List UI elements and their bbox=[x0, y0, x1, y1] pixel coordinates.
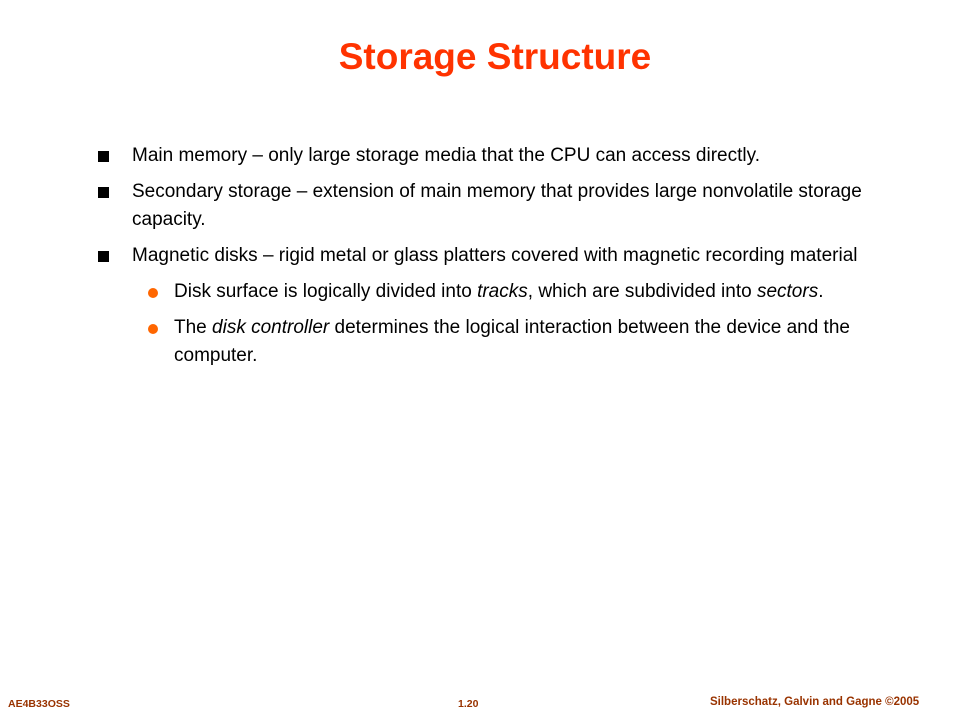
bullet-text: Secondary storage – extension of main me… bbox=[132, 181, 862, 230]
footer-copyright: Silberschatz, Galvin and Gagne ©2005 bbox=[710, 696, 920, 708]
list-item: Magnetic disks – rigid metal or glass pl… bbox=[98, 242, 878, 270]
term-sectors: sectors bbox=[756, 281, 819, 302]
sub-list-item: The disk controller determines the logic… bbox=[142, 314, 878, 370]
list-item: Main memory – only large storage media t… bbox=[98, 142, 878, 170]
sub-bullet-text: The disk controller determines the logic… bbox=[174, 317, 850, 366]
bullet-list: Main memory – only large storage media t… bbox=[98, 142, 878, 378]
footer-course-code: AE4B33OSS bbox=[8, 698, 70, 710]
square-bullet-icon bbox=[98, 187, 109, 198]
list-item: Secondary storage – extension of main me… bbox=[98, 178, 878, 234]
text-segment: Disk surface is logically divided into bbox=[174, 281, 478, 302]
bullet-text: Main memory – only large storage media t… bbox=[132, 145, 760, 166]
round-bullet-icon bbox=[148, 288, 158, 298]
text-segment: determines the logical interaction betwe… bbox=[174, 317, 850, 366]
sub-list-item: Disk surface is logically divided into t… bbox=[142, 278, 878, 306]
sub-bullet-text: Disk surface is logically divided into t… bbox=[174, 281, 823, 302]
footer-slide-number: 1.20 bbox=[458, 698, 479, 710]
text-segment: , which are subdivided into bbox=[527, 281, 757, 302]
bullet-text: Magnetic disks – rigid metal or glass pl… bbox=[132, 245, 858, 266]
square-bullet-icon bbox=[98, 251, 109, 262]
round-bullet-icon bbox=[148, 324, 158, 334]
text-segment: The bbox=[174, 317, 213, 338]
square-bullet-icon bbox=[98, 151, 109, 162]
term-disk-controller: disk controller bbox=[212, 317, 330, 338]
text-segment: . bbox=[818, 281, 824, 302]
slide-title: Storage Structure bbox=[338, 36, 652, 77]
term-tracks: tracks bbox=[477, 281, 528, 302]
